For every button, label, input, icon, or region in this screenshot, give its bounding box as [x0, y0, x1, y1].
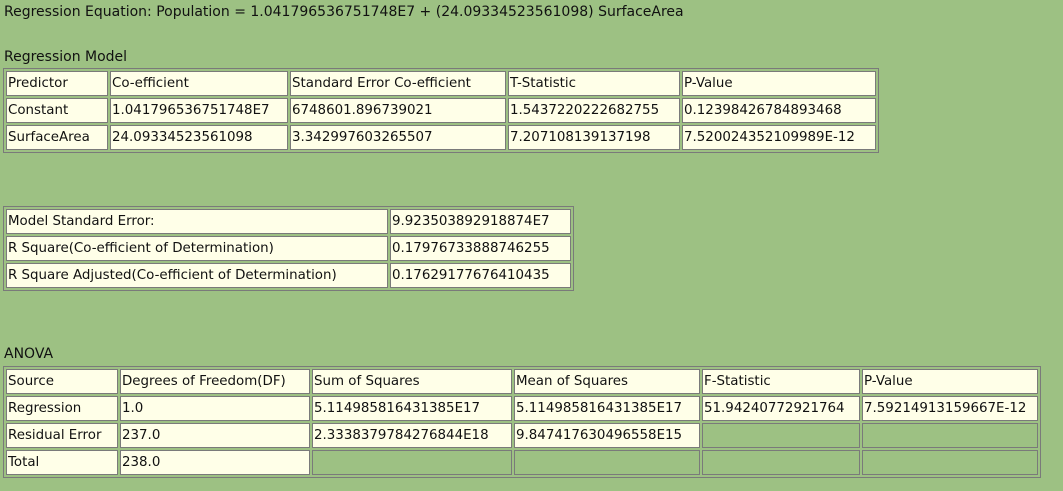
cell-p-value: 7.59214913159667E-12 [862, 396, 1038, 421]
cell-f-statistic: 51.94240772921764 [702, 396, 860, 421]
cell-p-value: 0.12398426784893468 [682, 98, 876, 123]
cell-f-statistic [702, 450, 860, 475]
table-row: R Square(Co-efficient of Determination) … [6, 236, 571, 261]
cell-t-statistic: 7.207108139137198 [508, 125, 680, 150]
header-sum-of-squares: Sum of Squares [312, 369, 512, 394]
cell-p-value [862, 450, 1038, 475]
cell-standard-error: 6748601.896739021 [290, 98, 506, 123]
header-t-statistic: T-Statistic [508, 71, 680, 96]
cell-predictor: Constant [6, 98, 108, 123]
anova-table: Source Degrees of Freedom(DF) Sum of Squ… [3, 366, 1041, 478]
cell-t-statistic: 1.5437220222682755 [508, 98, 680, 123]
table-header-row: Predictor Co-efficient Standard Error Co… [6, 71, 876, 96]
header-predictor: Predictor [6, 71, 108, 96]
anova-title: ANOVA [4, 346, 54, 362]
cell-degrees-of-freedom: 238.0 [120, 450, 310, 475]
cell-degrees-of-freedom: 237.0 [120, 423, 310, 448]
cell-mean-of-squares: 5.114985816431385E17 [514, 396, 700, 421]
regression-model-title: Regression Model [4, 49, 128, 65]
cell-sum-of-squares: 2.3338379784276844E18 [312, 423, 512, 448]
cell-mean-of-squares [514, 450, 700, 475]
table-row: Model Standard Error: 9.923503892918874E… [6, 209, 571, 234]
stat-label: Model Standard Error: [6, 209, 388, 234]
table-row: Residual Error 237.0 2.3338379784276844E… [6, 423, 1038, 448]
stat-label: R Square(Co-efficient of Determination) [6, 236, 388, 261]
cell-p-value [862, 423, 1038, 448]
cell-source: Regression [6, 396, 118, 421]
cell-p-value: 7.520024352109989E-12 [682, 125, 876, 150]
cell-coefficient: 1.041796536751748E7 [110, 98, 288, 123]
header-p-value: P-Value [862, 369, 1038, 394]
table-header-row: Source Degrees of Freedom(DF) Sum of Squ… [6, 369, 1038, 394]
cell-source: Residual Error [6, 423, 118, 448]
stat-value: 0.17629177676410435 [390, 263, 571, 288]
stat-value: 9.923503892918874E7 [390, 209, 571, 234]
model-stats-table: Model Standard Error: 9.923503892918874E… [3, 206, 574, 291]
cell-sum-of-squares [312, 450, 512, 475]
cell-f-statistic [702, 423, 860, 448]
header-source: Source [6, 369, 118, 394]
cell-predictor: SurfaceArea [6, 125, 108, 150]
header-mean-of-squares: Mean of Squares [514, 369, 700, 394]
header-coefficient: Co-efficient [110, 71, 288, 96]
table-row: R Square Adjusted(Co-efficient of Determ… [6, 263, 571, 288]
cell-sum-of-squares: 5.114985816431385E17 [312, 396, 512, 421]
cell-degrees-of-freedom: 1.0 [120, 396, 310, 421]
stat-label: R Square Adjusted(Co-efficient of Determ… [6, 263, 388, 288]
cell-coefficient: 24.09334523561098 [110, 125, 288, 150]
header-degrees-of-freedom: Degrees of Freedom(DF) [120, 369, 310, 394]
header-f-statistic: F-Statistic [702, 369, 860, 394]
header-standard-error: Standard Error Co-efficient [290, 71, 506, 96]
table-row: SurfaceArea 24.09334523561098 3.34299760… [6, 125, 876, 150]
table-row: Total 238.0 [6, 450, 1038, 475]
cell-mean-of-squares: 9.847417630496558E15 [514, 423, 700, 448]
regression-model-table: Predictor Co-efficient Standard Error Co… [3, 68, 879, 153]
table-row: Regression 1.0 5.114985816431385E17 5.11… [6, 396, 1038, 421]
cell-source: Total [6, 450, 118, 475]
header-p-value: P-Value [682, 71, 876, 96]
table-row: Constant 1.041796536751748E7 6748601.896… [6, 98, 876, 123]
stat-value: 0.17976733888746255 [390, 236, 571, 261]
cell-standard-error: 3.342997603265507 [290, 125, 506, 150]
regression-equation: Regression Equation: Population = 1.0417… [4, 4, 684, 20]
